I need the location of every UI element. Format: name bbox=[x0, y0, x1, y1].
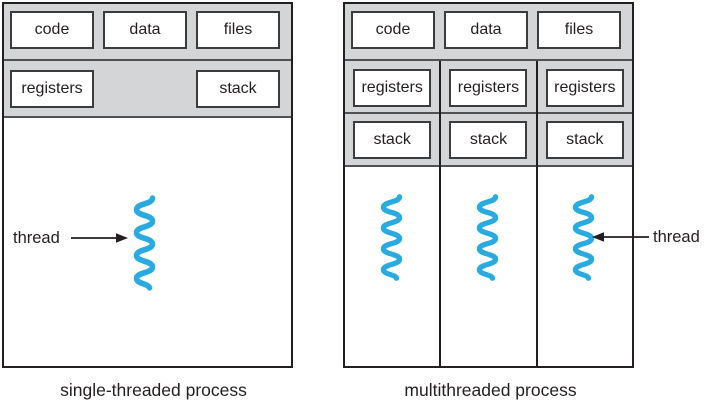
column-gray-region: registers stack bbox=[441, 61, 536, 167]
code-box: code bbox=[351, 11, 435, 49]
thread-squiggle-icon bbox=[133, 195, 156, 291]
stack-box: stack bbox=[449, 121, 528, 159]
thread-column-1: registers stack bbox=[345, 61, 442, 366]
thread-arrow-icon bbox=[71, 233, 128, 243]
divider bbox=[441, 112, 536, 114]
multithreaded-process-box: code data files registers stack register… bbox=[343, 2, 634, 368]
registers-box: registers bbox=[449, 69, 528, 107]
caption-multithreaded: multithreaded process bbox=[404, 380, 577, 400]
column-gray-region: registers stack bbox=[345, 61, 440, 167]
stack-box: stack bbox=[545, 121, 624, 159]
registers-box: registers bbox=[10, 70, 94, 108]
thread-squiggle-icon bbox=[572, 194, 595, 281]
divider bbox=[537, 112, 632, 114]
stack-box: stack bbox=[353, 121, 432, 159]
registers-box: registers bbox=[353, 69, 432, 107]
stack-box: stack bbox=[196, 70, 280, 108]
thread-squiggle-icon bbox=[380, 194, 403, 281]
data-box: data bbox=[444, 11, 528, 49]
thread-column-3: registers stack bbox=[537, 61, 632, 366]
thread-columns: registers stack registers stack register… bbox=[345, 61, 632, 366]
thread-arrow-icon bbox=[592, 232, 649, 242]
code-box: code bbox=[10, 11, 94, 49]
thread-label: thread bbox=[653, 228, 700, 246]
thread-squiggle-icon bbox=[476, 194, 499, 281]
caption-single-threaded: single-threaded process bbox=[60, 380, 247, 400]
single-threaded-process-box: code data files registers stack bbox=[2, 2, 293, 368]
data-box: data bbox=[103, 11, 187, 49]
divider bbox=[345, 112, 440, 114]
files-box: files bbox=[537, 11, 621, 49]
files-box: files bbox=[196, 11, 280, 49]
registers-box: registers bbox=[545, 69, 624, 107]
column-gray-region: registers stack bbox=[537, 61, 632, 167]
thread-column-2: registers stack bbox=[441, 61, 538, 366]
thread-label: thread bbox=[13, 229, 60, 247]
